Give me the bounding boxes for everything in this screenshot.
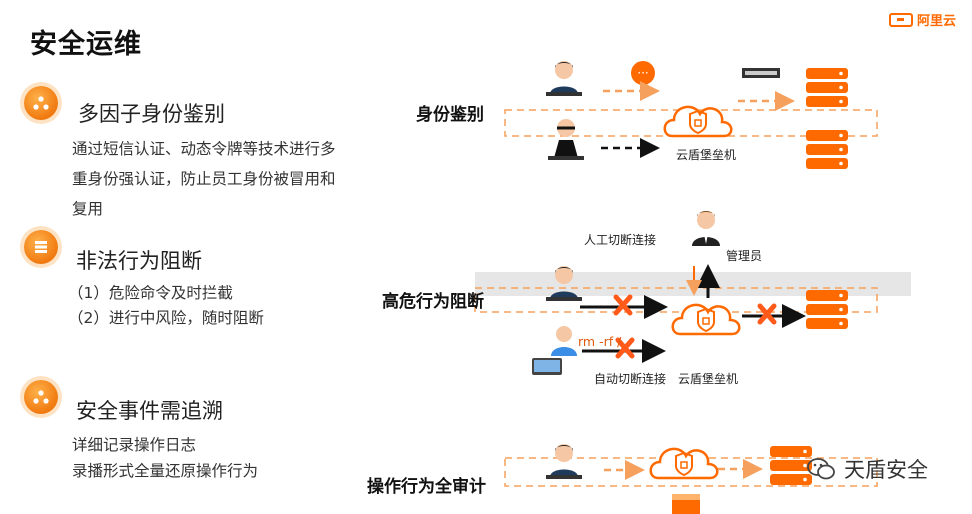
admin-label: 管理员 [726, 249, 763, 263]
feature-desc-line: 录播形式全量还原操作行为 [72, 462, 259, 480]
admin-icon [692, 211, 720, 246]
aliyun-logo-icon [888, 12, 913, 27]
feature-title-audit: 安全事件需追溯 [76, 399, 223, 423]
bastion-label: 云盾堡垒机 [676, 148, 737, 162]
brand-name: 阿里云 [916, 14, 956, 29]
bastion-cloud-icon [649, 447, 719, 480]
feature-desc-mfa: 通过短信认证、动态令牌等技术进行多 重身份强认证，防止员工身份被冒用和 复用 [72, 134, 336, 224]
automation-user-icon [532, 326, 577, 375]
server-icon [806, 68, 848, 107]
feature-desc-line: （1）危险命令及时拦截 [68, 284, 233, 302]
dangerous-command: rm -rf / [578, 334, 622, 349]
svg-text:···: ··· [637, 66, 648, 80]
feature-desc-line: （2）进行中风险，随时阻断 [68, 309, 264, 327]
watermark: 天盾安全 [806, 454, 928, 484]
nodes-icon [24, 380, 58, 414]
row-label-block: 高危行为阻断 [382, 292, 484, 312]
user-operator-icon [546, 444, 582, 479]
shield-nodes-icon [24, 86, 58, 120]
feature-desc-line: 通过短信认证、动态令牌等技术进行多 [72, 140, 336, 158]
block-x-icon [760, 306, 774, 322]
chat-bubble-icon [631, 61, 655, 85]
user-operator-icon [546, 61, 582, 96]
feature-desc-block: （1）危险命令及时拦截 （2）进行中风险，随时阻断 [68, 281, 264, 331]
watermark-text: 天盾安全 [844, 458, 928, 482]
bastion-boundary-row2 [474, 287, 878, 313]
feature-desc-line: 重身份强认证，防止员工身份被冒用和 [72, 170, 336, 188]
user-unauthorized-icon [548, 119, 584, 160]
bastion-label: 云盾堡垒机 [678, 372, 739, 386]
auto-cut-label: 自动切断连接 [594, 372, 667, 386]
bastion-cloud-icon [671, 303, 741, 336]
manual-cut-label: 人工切断连接 [584, 233, 657, 247]
feature-title-mfa: 多因子身份鉴别 [78, 102, 225, 126]
server-icon [806, 290, 848, 329]
page-title: 安全运维 [30, 29, 142, 60]
stack-icon [24, 230, 58, 264]
feature-desc-line: 复用 [72, 200, 104, 218]
feature-desc-line: 详细记录操作日志 [72, 436, 197, 454]
video-record-icon [672, 494, 700, 514]
server-icon [806, 130, 848, 169]
brand-logo: 阿里云 [888, 10, 956, 29]
bastion-cloud-icon [663, 105, 733, 138]
feature-desc-audit: 详细记录操作日志 录播形式全量还原操作行为 [72, 432, 258, 484]
row-label-identity: 身份鉴别 [416, 105, 484, 125]
wechat-icon [806, 456, 836, 482]
row-label-audit: 操作行为全审计 [367, 477, 486, 497]
feature-title-block: 非法行为阻断 [76, 249, 202, 273]
block-x-icon [616, 297, 630, 313]
